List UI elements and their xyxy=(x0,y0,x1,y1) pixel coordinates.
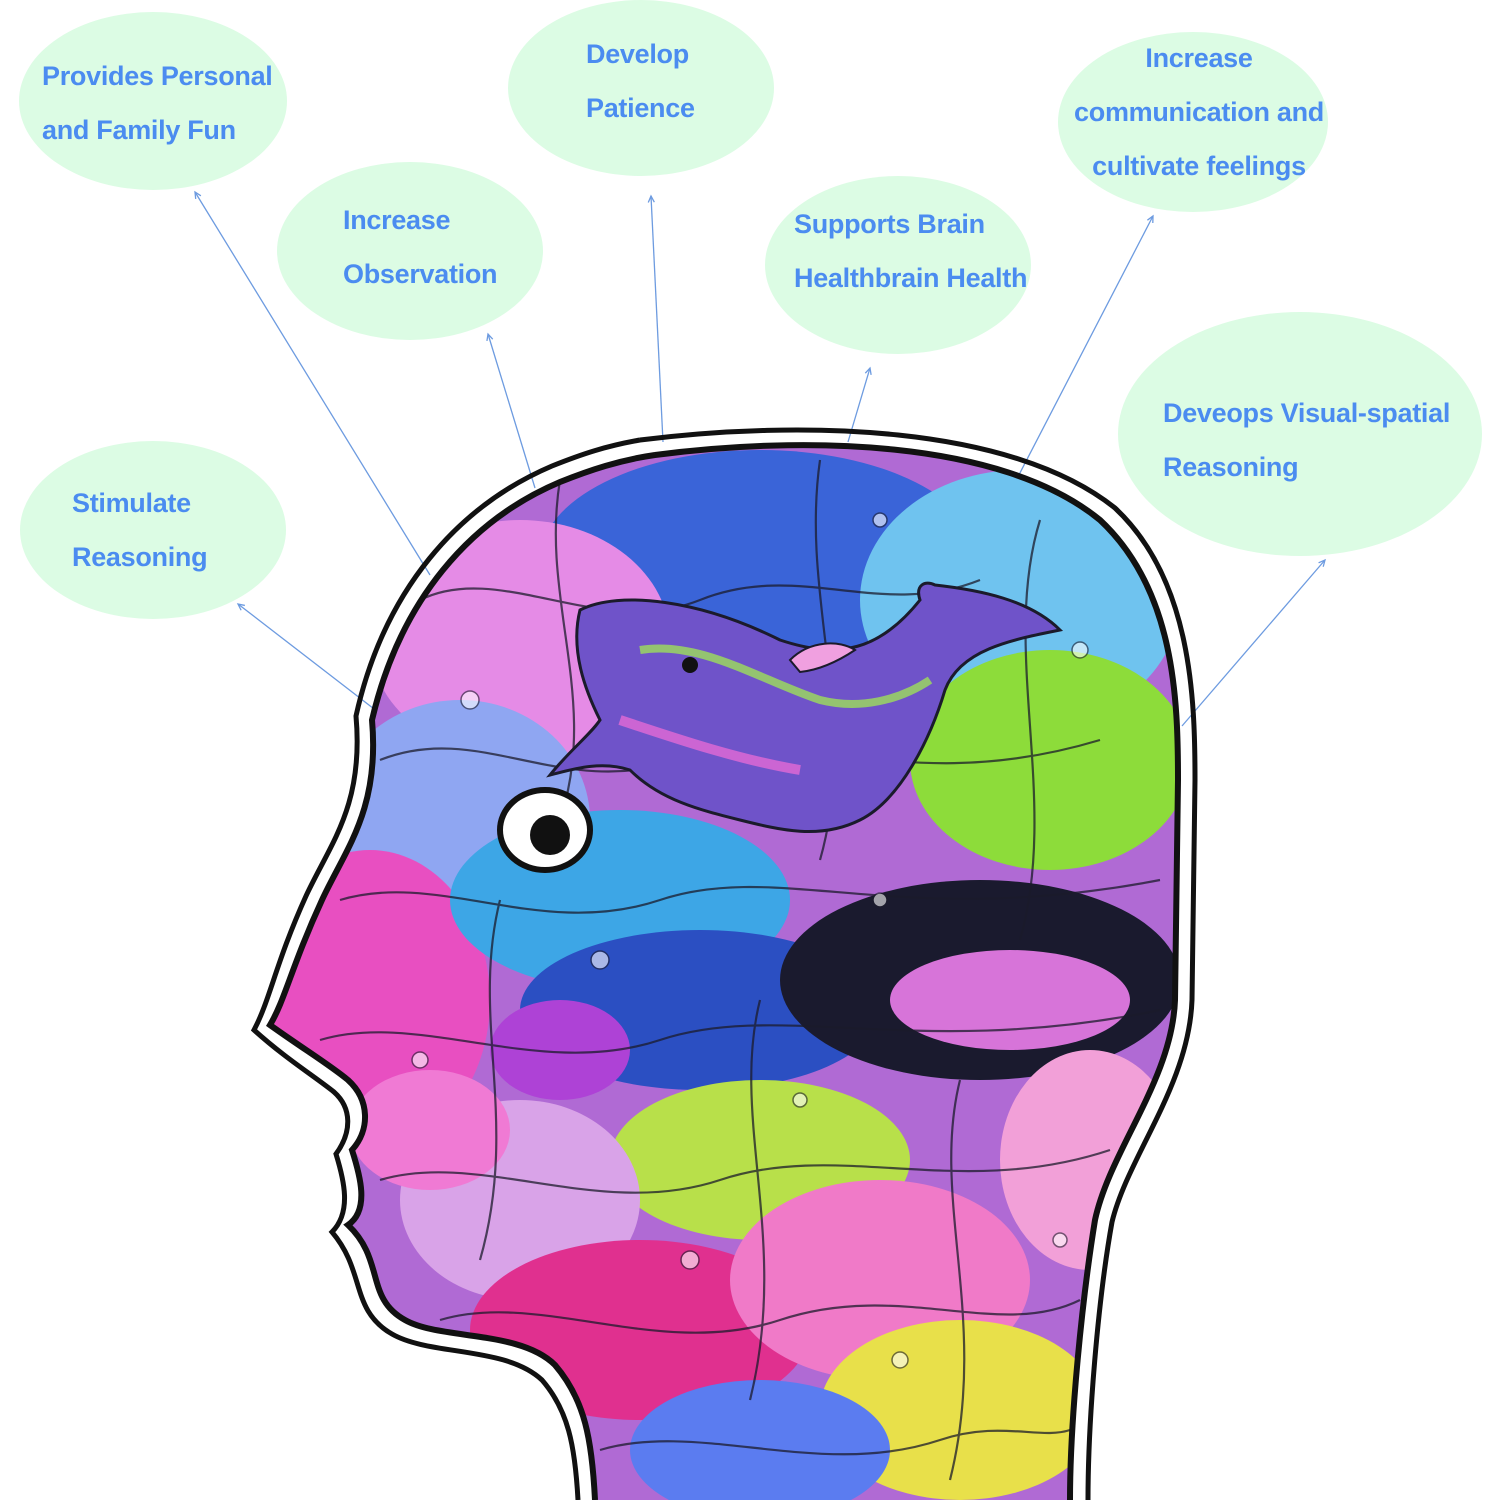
label-patience: Develop Patience xyxy=(586,27,695,135)
label-line: cultivate feelings xyxy=(1092,151,1306,181)
bubble-communication xyxy=(1058,32,1328,212)
connector-reasoning xyxy=(236,603,379,713)
connector-observation xyxy=(486,332,536,489)
label-line: and Family Fun xyxy=(42,115,236,145)
bubble-patience xyxy=(508,0,774,176)
bubble-observation xyxy=(277,162,543,340)
label-line: Reasoning xyxy=(72,542,208,572)
dolphin-piece xyxy=(546,581,1064,834)
label-observation: Increase Observation xyxy=(343,193,498,301)
label-line: Reasoning xyxy=(1163,452,1299,482)
label-line: Observation xyxy=(343,259,498,289)
label-line: Supports Brain xyxy=(794,209,985,239)
bubble-reasoning xyxy=(20,441,286,619)
label-line: Increase xyxy=(1145,43,1253,73)
connector-communication xyxy=(1007,214,1154,497)
connector-family-fun xyxy=(194,190,431,576)
label-visual-spatial: Deveops Visual-spatial Reasoning xyxy=(1163,386,1450,494)
arrowhead-icon xyxy=(1318,558,1326,567)
label-line: Develop xyxy=(586,39,689,69)
label-line: Patience xyxy=(586,93,695,123)
bubble-visual-spatial xyxy=(1118,312,1482,556)
label-reasoning: Stimulate Reasoning xyxy=(72,476,208,584)
label-family-fun: Provides Personal and Family Fun xyxy=(42,49,273,157)
eye-icon xyxy=(497,787,593,873)
arrowhead-icon xyxy=(236,603,245,611)
label-line: communication and xyxy=(1074,97,1324,127)
label-line: Stimulate xyxy=(72,488,191,518)
head-outline-inner xyxy=(266,442,1182,1500)
label-communication: Increase communication and cultivate fee… xyxy=(1068,31,1330,193)
arrowhead-icon xyxy=(486,332,494,342)
connector-lines xyxy=(194,190,1326,727)
head-outline-outer xyxy=(250,427,1198,1500)
label-line: Provides Personal xyxy=(42,61,273,91)
arrowhead-icon xyxy=(864,366,872,376)
arrowhead-icon xyxy=(1147,214,1154,224)
bubble-brain-health xyxy=(765,176,1031,354)
label-brain-health: Supports Brain Healthbrain Health xyxy=(794,197,1027,305)
arrowhead-icon xyxy=(647,194,655,203)
label-line: Healthbrain Health xyxy=(794,263,1028,293)
label-line: Deveops Visual-spatial xyxy=(1163,398,1451,428)
bubble-family-fun xyxy=(19,12,287,190)
connector-patience xyxy=(647,194,664,443)
arrowhead-icon xyxy=(194,190,202,200)
head-pattern xyxy=(270,445,1178,1500)
connector-visual-spatial xyxy=(1181,558,1326,727)
label-line: Increase xyxy=(343,205,451,235)
